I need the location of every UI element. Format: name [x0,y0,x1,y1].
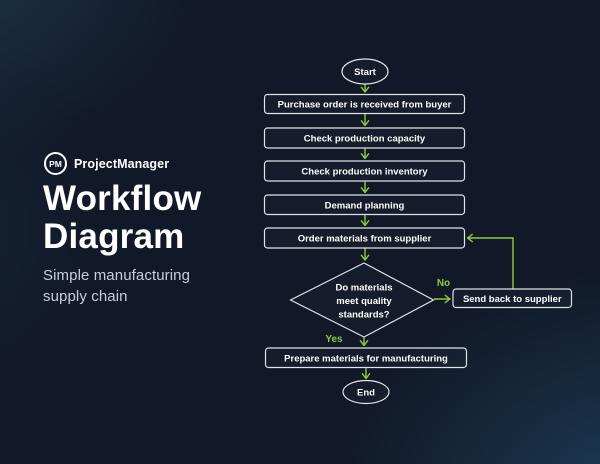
check-capacity-box [263,127,466,149]
page-subtitle-line2: supply chain [43,288,128,305]
start-label: Start [354,67,376,78]
check-capacity-label: Check production capacity [304,134,426,145]
send-back-box [452,288,573,309]
start-oval [341,58,389,85]
end-oval [342,379,390,405]
page-title-line2: Diagram [43,217,185,256]
arrow-sendback-loop-to-order [466,233,514,289]
quality-decision-line1: Do materials [335,283,392,294]
prepare-materials-label: Prepare materials for manufacturing [284,353,448,364]
check-inventory-box [263,160,466,182]
flow-edges [359,84,514,380]
logo-monogram: PM [49,158,62,169]
node-prepare-materials: Prepare materials for manufacturing [264,347,468,369]
page-title-line1: Workflow [43,179,202,218]
quality-decision-line3: standards? [338,310,389,321]
quality-decision-line2: meet quality [336,296,392,307]
end-label: End [357,388,375,399]
node-check-inventory: Check production inventory [263,160,466,182]
node-end: End [342,379,390,405]
send-back-label: Send back to supplier [463,294,562,305]
quality-decision-diamond [289,262,435,338]
check-inventory-label: Check production inventory [301,167,428,178]
page-title: Workflow Diagram [43,180,201,256]
brand-row: PM ProjectManager [44,152,169,175]
projectmanager-logo-icon: PM [44,152,67,175]
node-demand-planning: Demand planning [263,194,466,216]
demand-planning-box [263,194,466,216]
purchase-order-label: Purchase order is received from buyer [278,100,452,111]
page-subtitle: Simple manufacturing supply chain [43,265,190,307]
edge-label-yes: Yes [325,334,343,345]
order-materials-label: Order materials from supplier [298,234,432,245]
order-materials-box [263,227,466,249]
demand-planning-label: Demand planning [325,200,405,211]
node-quality-decision: Do materials meet quality standards? [289,262,435,338]
node-send-back: Send back to supplier [452,288,573,309]
prepare-materials-box [264,347,468,369]
purchase-order-box [263,93,466,115]
edge-label-no: No [437,278,450,289]
page-subtitle-line1: Simple manufacturing [43,267,191,284]
node-start: Start [341,58,389,85]
node-order-materials: Order materials from supplier [263,227,466,249]
brand-name: ProjectManager [74,156,170,171]
node-purchase-order: Purchase order is received from buyer [263,93,466,115]
node-check-capacity: Check production capacity [263,127,466,149]
